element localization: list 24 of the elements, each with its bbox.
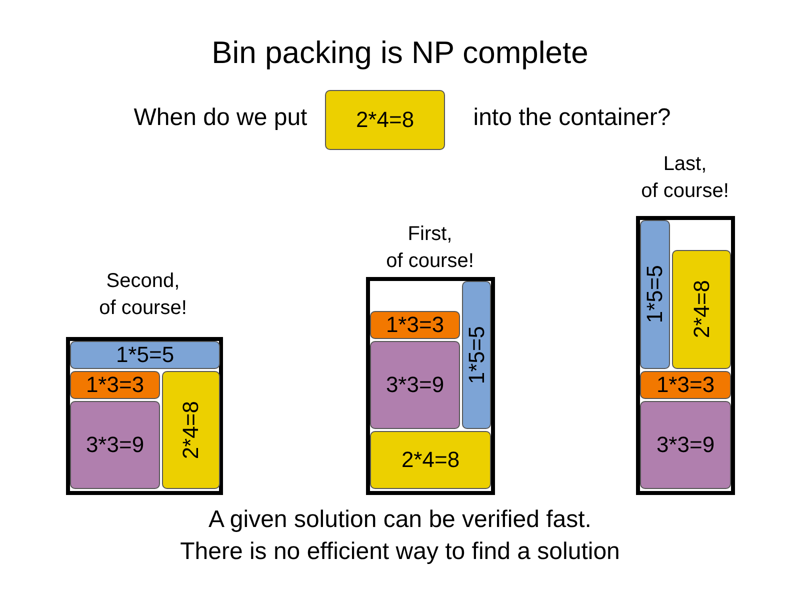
size-block: 1*5=5 — [640, 220, 670, 369]
size-block: 1*3=3 — [370, 311, 460, 339]
text-line: When do we put — [132, 104, 308, 132]
size-block: 2*4=8 — [672, 250, 731, 369]
size-block: 1*3=3 — [640, 371, 731, 399]
size-block: 1*3=3 — [70, 371, 160, 399]
size-block: 2*4=8 — [325, 90, 445, 150]
size-block: 3*3=9 — [370, 341, 460, 429]
text-line: A given solution can be verified fast. — [208, 506, 592, 534]
size-block: 2*4=8 — [162, 371, 220, 489]
container-box — [366, 277, 495, 495]
container-box — [66, 337, 223, 495]
size-block: 3*3=9 — [70, 401, 160, 489]
text-line: into the container? — [472, 104, 672, 132]
caption-text: Second, of course! — [98, 269, 188, 321]
container-box — [636, 216, 735, 495]
title: Bin packing is NP complete — [210, 35, 590, 71]
size-block: 3*3=9 — [640, 401, 731, 489]
size-block: 1*5=5 — [462, 281, 491, 429]
size-block: 1*5=5 — [70, 341, 220, 369]
caption-text: Last, of course! — [640, 152, 730, 204]
caption-text: First, of course! — [385, 222, 475, 274]
size-block: 2*4=8 — [370, 431, 491, 489]
text-line: There is no efficient way to find a solution — [179, 538, 621, 566]
